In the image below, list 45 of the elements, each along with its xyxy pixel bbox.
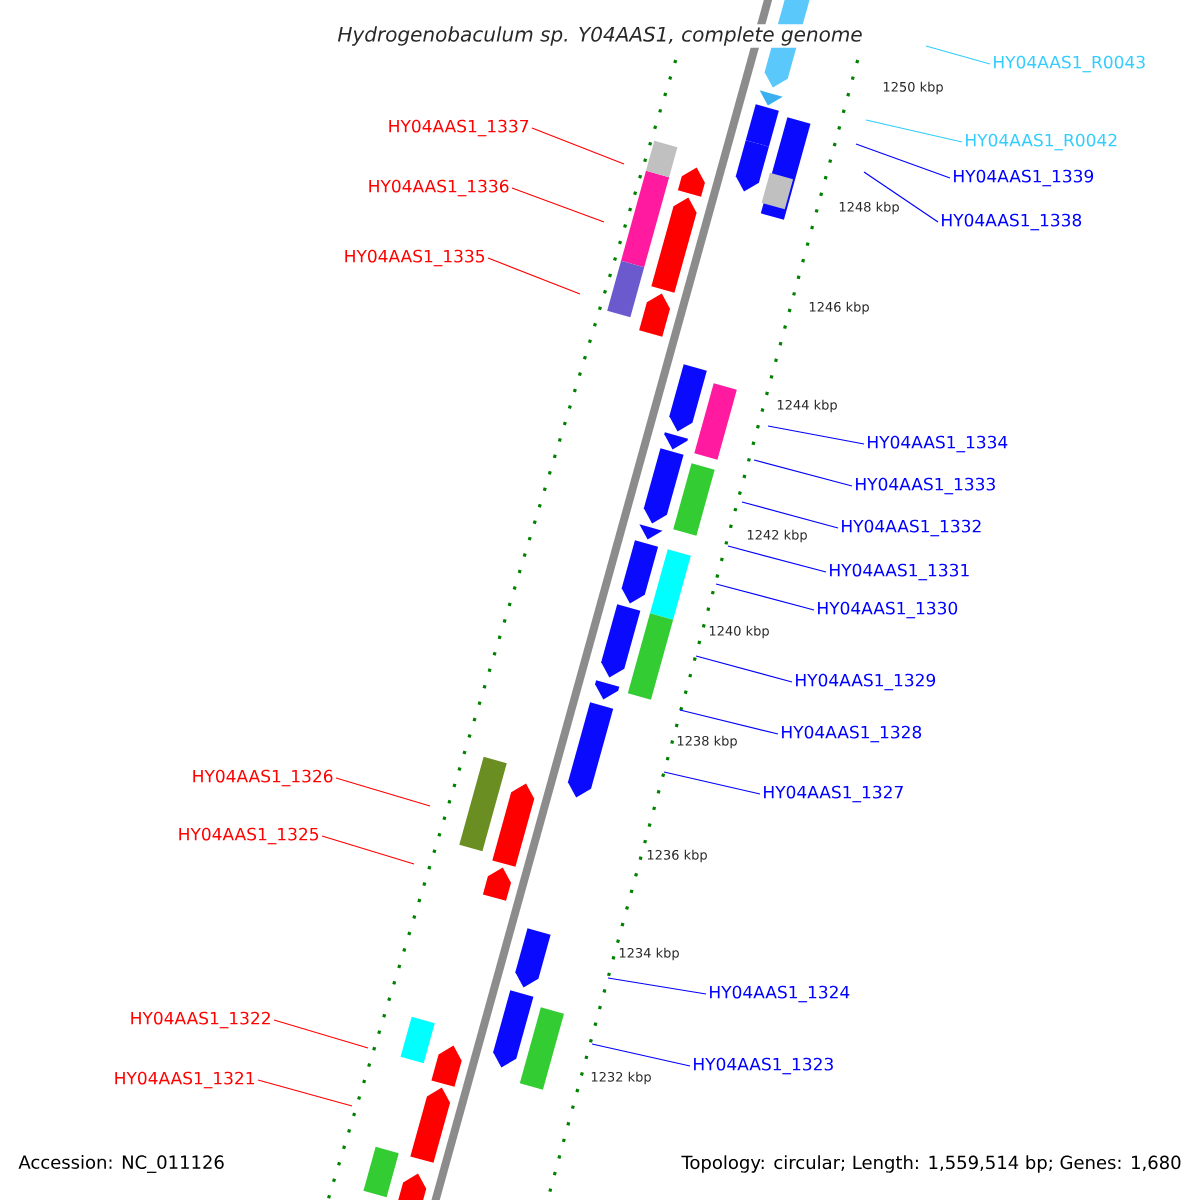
leader-line [679,709,779,735]
info-text: Accession: NC_011126 [18,1155,224,1173]
gene-label: HY04AAS1_R0042 [966,133,1117,151]
gene-label: HY04AAS1_1329 [796,673,936,691]
leader-line [695,655,793,683]
leader-line [321,835,415,865]
leader-line [591,1043,691,1067]
leader-line [487,257,581,295]
leader-line [607,977,707,995]
gene-label: HY04AAS1_1330 [818,601,958,619]
gene-label: HY04AAS1_1333 [856,477,995,495]
info-text: Topology: circular; Length: 1,559,514 bp; Genes: 1,680 [681,1155,1181,1173]
gene-label: HY04AAS1_1327 [764,785,903,803]
gene-label: HY04AAS1_1338 [942,213,1082,231]
gene-label: HY04AAS1_1339 [954,169,1094,187]
leader-line [531,127,625,165]
leader-line [715,583,815,611]
leader-line [753,459,853,487]
gene-label: HY04AAS1_1323 [694,1057,833,1075]
leader-line [335,777,431,807]
gene-label: HY04AAS1_1335 [345,249,485,267]
gene-label: HY04AAS1_1332 [842,519,981,537]
gene-label: HY04AAS1_1326 [193,769,333,787]
gene-label: HY04AAS1_1336 [369,179,509,197]
gene-label: HY04AAS1_1337 [389,119,529,137]
gene-label: HY04AAS1_1321 [115,1071,254,1089]
leader-line [273,1019,369,1049]
gene-label: HY04AAS1_1322 [131,1011,270,1029]
leader-line [925,45,991,65]
gene-label: HY04AAS1_1334 [868,435,1008,453]
leader-line [855,143,951,179]
gene-label: HY04AAS1_1331 [830,563,969,581]
gene-label: HY04AAS1_R0043 [994,55,1145,73]
title: Hydrogenobaculum sp. Y04AAS1, complete genome [335,24,865,48]
leader-line [511,187,605,223]
leader-line [727,545,827,573]
leader-line [865,119,963,143]
leader-line [663,771,761,795]
leader-line [863,171,939,223]
leader-line [257,1079,353,1107]
gene-label: HY04AAS1_1325 [179,827,319,845]
gene-label: HY04AAS1_1324 [710,985,850,1003]
leader-line [767,425,865,445]
leader-line [741,501,839,529]
gene-label: HY04AAS1_1328 [782,725,922,743]
